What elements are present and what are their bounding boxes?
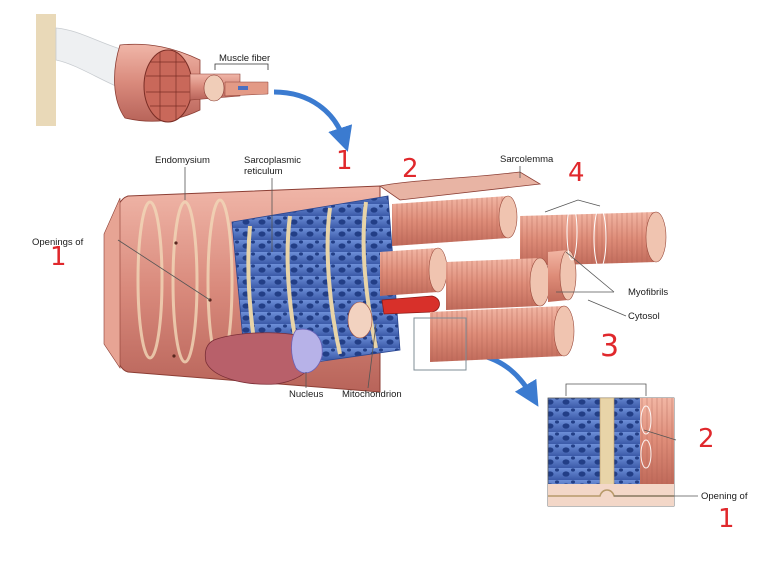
label-openings-of: Openings of	[32, 237, 84, 248]
inset-sarcolemma	[548, 484, 674, 506]
handwritten-mark-3: 3	[600, 329, 620, 364]
handwritten-mark-1-inset: 1	[718, 504, 735, 534]
fascicle-end	[203, 74, 225, 102]
myofibril	[520, 211, 667, 266]
myofibril	[430, 305, 575, 362]
muscle-bundle-illustration	[36, 14, 269, 126]
sarcolemma-flap	[379, 171, 542, 201]
sr-sleeve-rings	[566, 203, 607, 269]
handwritten-mark-1-left: 1	[50, 242, 67, 272]
myofibril	[380, 247, 448, 296]
myofibrils-group	[347, 195, 667, 362]
myofibril-bracket	[544, 199, 601, 213]
zoom-arrow-bottom	[475, 351, 539, 407]
nucleus-shape	[291, 328, 323, 374]
label-nucleus: Nucleus	[289, 389, 324, 400]
zoom-arrow-top	[273, 89, 353, 152]
handwritten-mark-4: 4	[568, 158, 585, 188]
handwritten-mark-2-top: 2	[402, 154, 419, 184]
label-myofibrils: Myofibrils	[628, 287, 669, 298]
nucleus-cell-body	[204, 332, 319, 385]
label-endomysium: Endomysium	[155, 155, 210, 166]
surface-tubule-rings	[136, 198, 234, 366]
main-fiber-cylinder	[103, 171, 542, 393]
label-sarcolemma: Sarcolemma	[500, 154, 554, 165]
inset-magnified-view	[547, 397, 675, 507]
myofibril	[446, 257, 551, 310]
label-opening-of: Opening of	[701, 491, 748, 502]
inset-source-box	[413, 317, 467, 371]
fascicle-cross-section	[143, 49, 193, 123]
label-sarcoplasmic: Sarcoplasmic	[244, 155, 302, 166]
sheath-edge	[103, 197, 121, 369]
label-mitochondrion: Mitochondrion	[342, 389, 402, 400]
bone-shape	[36, 14, 56, 126]
label-muscle-fiber: Muscle fiber	[219, 53, 271, 64]
handwritten-mark-2-inset: 2	[698, 424, 715, 454]
label-reticulum: reticulum	[244, 166, 283, 177]
myofibril	[392, 195, 518, 246]
leader-lines	[117, 166, 698, 497]
label-cytosol: Cytosol	[628, 311, 660, 322]
myofibril	[548, 249, 577, 302]
fiber-sr-hint	[238, 86, 248, 90]
inset-bracket	[565, 383, 647, 396]
t-tubule-inset	[599, 397, 615, 493]
muscle-fiber-bracket	[214, 63, 269, 70]
handwritten-mark-1-top: 1	[336, 146, 353, 176]
myofibril-end	[347, 301, 373, 339]
